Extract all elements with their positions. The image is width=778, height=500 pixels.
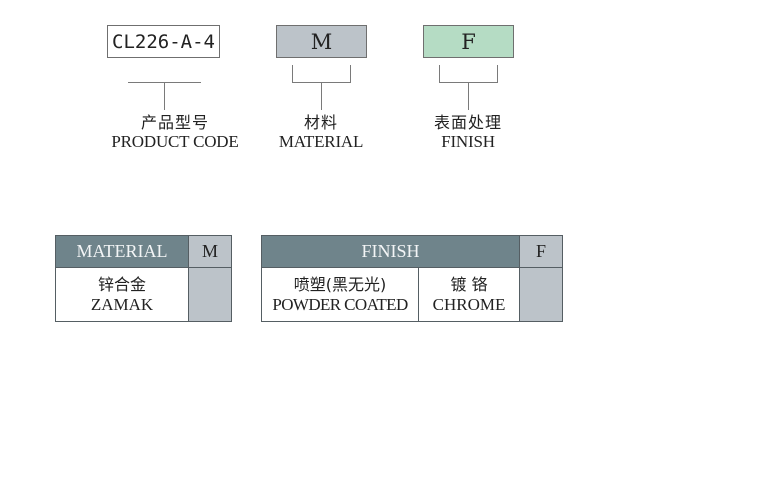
finish-option-cn: 喷塑(黑无光)	[293, 274, 387, 294]
finish-label-cn: 表面处理	[433, 113, 502, 132]
finish-option-en: POWDER COATED	[272, 294, 408, 314]
material-option-en: ZAMAK	[90, 294, 154, 314]
material-bracket-left	[292, 65, 293, 82]
material-table-key: M	[188, 235, 232, 268]
finish-label-en: FINISH	[441, 132, 495, 151]
material-table: MATERIAL M 锌合金 ZAMAK	[55, 235, 232, 322]
product-code-label: 产品型号 PRODUCT CODE	[90, 113, 260, 151]
finish-option-powder-coated: 喷塑(黑无光) POWDER COATED	[261, 267, 419, 322]
finish-table-key-body	[519, 267, 563, 322]
finish-bracket-right	[497, 65, 498, 82]
material-label-en: MATERIAL	[278, 132, 364, 151]
material-label: 材料 MATERIAL	[261, 113, 381, 151]
finish-table-header: FINISH	[261, 235, 520, 268]
material-bracket-right	[350, 65, 351, 82]
finish-table: FINISH F 喷塑(黑无光) POWDER COATED 镀 铬 CHROM…	[261, 235, 563, 322]
product-code-box: CL226-A-4	[107, 25, 220, 58]
finish-connector-v	[468, 82, 469, 110]
material-table-key-body	[188, 267, 232, 322]
material-code-box: M	[276, 25, 367, 58]
finish-table-key: F	[519, 235, 563, 268]
material-option-zamak: 锌合金 ZAMAK	[55, 267, 189, 322]
product-code-label-cn: 产品型号	[140, 113, 209, 132]
material-code-value: M	[310, 29, 333, 54]
product-code-label-en: PRODUCT CODE	[111, 132, 239, 151]
material-table-header: MATERIAL	[55, 235, 189, 268]
material-connector-v	[321, 82, 322, 110]
finish-option-en: CHROME	[432, 294, 506, 314]
material-label-cn: 材料	[303, 113, 338, 132]
finish-code-value: F	[461, 29, 476, 54]
finish-option-chrome: 镀 铬 CHROME	[418, 267, 520, 322]
finish-label: 表面处理 FINISH	[408, 113, 528, 151]
finish-bracket-left	[439, 65, 440, 82]
material-option-cn: 锌合金	[97, 274, 146, 294]
product-code-connector-v	[164, 82, 165, 110]
product-code-value: CL226-A-4	[112, 30, 215, 53]
finish-code-box: F	[423, 25, 514, 58]
finish-option-cn: 镀 铬	[450, 274, 488, 294]
